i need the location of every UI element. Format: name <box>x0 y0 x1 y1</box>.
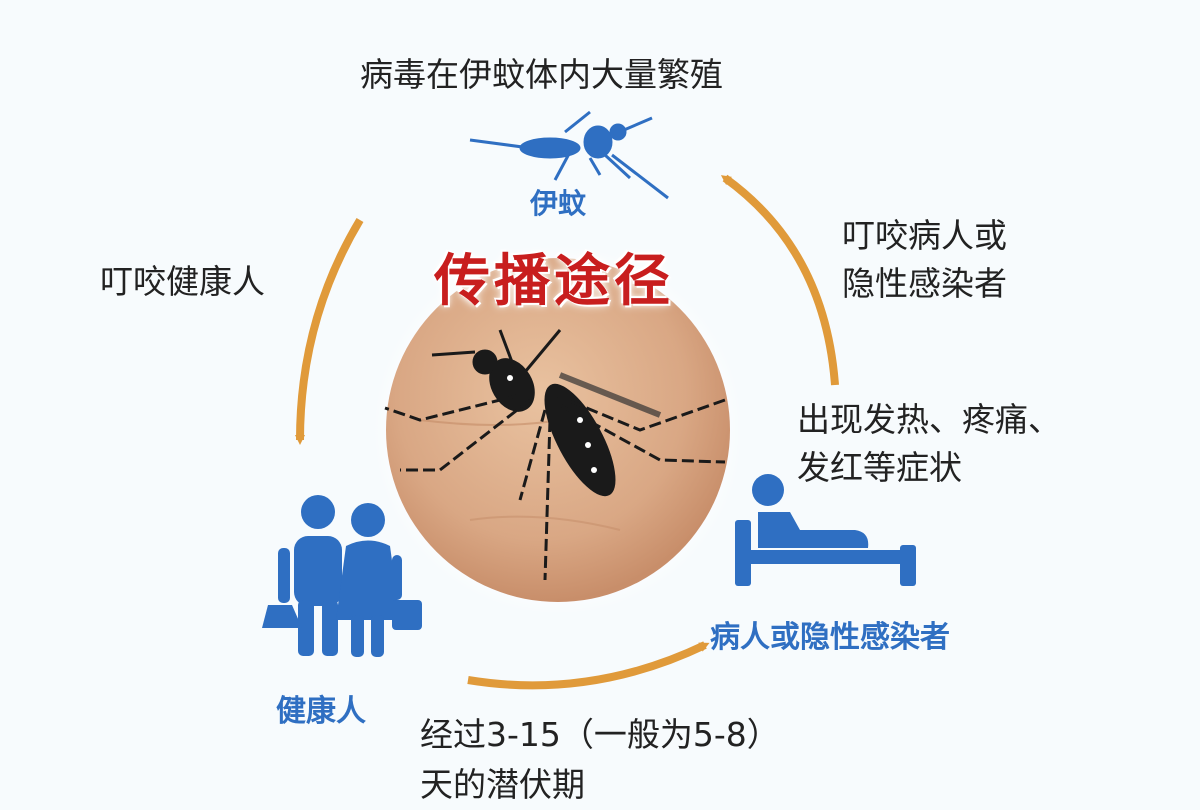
mosquito-icon <box>469 110 669 200</box>
arrow-right-up <box>720 174 839 386</box>
transmission-diagram: 传播途径 病毒在伊蚊体内大量繁殖 叮咬病人或 隐性感染者 叮咬健康人 出现发热、… <box>100 55 1061 804</box>
label-healthy: 健康人 <box>276 694 366 729</box>
step-symptoms-line1: 出现发热、疼痛、 <box>797 400 1061 439</box>
step-incubation-line2: 天的潜伏期 <box>420 765 585 804</box>
center-photo <box>373 245 743 615</box>
step-symptoms: 出现发热、疼痛、 发红等症状 <box>797 396 1061 492</box>
patient-in-bed-icon <box>735 474 916 586</box>
label-patient: 病人或隐性感染者 <box>710 620 950 655</box>
step-bite-patient-line1: 叮咬病人或 <box>842 216 1007 255</box>
diagram-title: 传播途径 <box>434 249 674 314</box>
label-mosquito: 伊蚊 <box>530 187 587 220</box>
step-bite-patient: 叮咬病人或 隐性感染者 <box>842 212 1007 308</box>
arrow-left-down <box>295 217 364 445</box>
step-bite-patient-line2: 隐性感染者 <box>842 264 1007 303</box>
diagram-graphics <box>262 110 916 690</box>
photo-mosquito-icon <box>384 329 726 581</box>
step-incubation: 经过3-15（一般为5-8） 天的潜伏期 <box>420 710 780 810</box>
step-bite-healthy: 叮咬健康人 <box>100 262 265 301</box>
healthy-people-icon <box>262 495 422 657</box>
arrow-bottom-right <box>467 641 710 690</box>
step-symptoms-line2: 发红等症状 <box>797 448 962 487</box>
step-virus-multiply: 病毒在伊蚊体内大量繁殖 <box>360 55 723 94</box>
step-incubation-line1: 经过3-15（一般为5-8） <box>420 715 780 754</box>
